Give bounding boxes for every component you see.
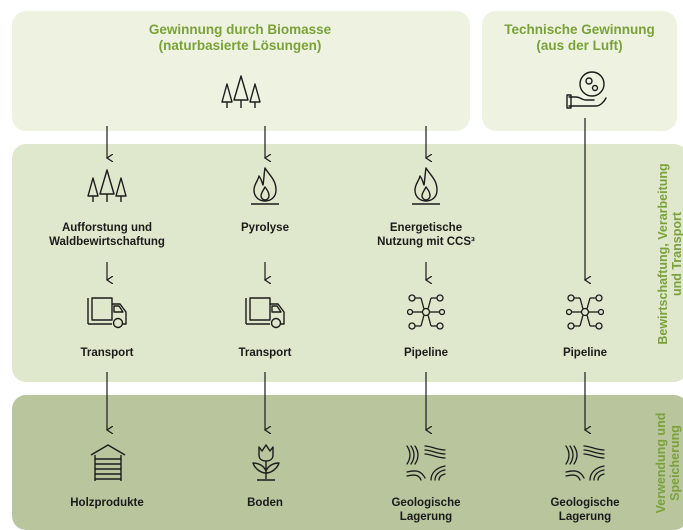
- label-holzprodukte: Holzprodukte: [47, 496, 167, 510]
- truck-icon: [245, 297, 285, 329]
- label-aufforstung-line1: Aufforstung und: [61, 222, 153, 234]
- wood-storage-icon: [90, 444, 126, 481]
- label-geo-2: Geologische Lagerung: [535, 496, 635, 524]
- flame-icon: [251, 167, 279, 205]
- label-pyrolyse-line1: Pyrolyse: [241, 222, 289, 234]
- label-energetic: Energetische Nutzung mit CCS³: [366, 221, 486, 249]
- label-pipeline-2: Pipeline: [562, 347, 608, 359]
- label-aufforstung-line2: Waldbewirtschaftung: [49, 236, 165, 248]
- pipeline-network-icon: [407, 294, 445, 330]
- label-transport-1: Transport: [80, 347, 134, 359]
- label-geo-1-line1: Geologische: [391, 497, 461, 509]
- trees-icon: [221, 75, 261, 108]
- label-geo-2-line2: Lagerung: [558, 511, 612, 523]
- trees-icon: [87, 169, 127, 202]
- hand-air-capture-icon: [566, 71, 607, 109]
- label-boden-line1: Boden: [247, 497, 283, 509]
- flame-icon: [412, 167, 440, 205]
- biomass-panel: [12, 11, 470, 131]
- technical-heading-line2: (aus der Luft): [536, 38, 623, 53]
- geological-layers-icon: [406, 445, 446, 481]
- label-geo-1: Geologische Lagerung: [376, 496, 476, 524]
- label-pyrolyse: Pyrolyse: [215, 221, 315, 235]
- processing-panel: [12, 144, 683, 382]
- technical-panel: [482, 11, 677, 131]
- plant-icon: [252, 444, 280, 481]
- label-pipeline-1: Pipeline: [403, 347, 449, 359]
- label-energetic-line2: Nutzung mit CCS³: [377, 236, 475, 248]
- technical-heading-line1: Technische Gewinnung: [504, 22, 655, 37]
- label-geo-1-line2: Lagerung: [399, 511, 453, 523]
- label-boden: Boden: [215, 496, 315, 510]
- biomass-heading-line2: (naturbasierte Lösungen): [158, 38, 322, 53]
- label-transport-2: Transport: [238, 347, 292, 359]
- label-energetic-line1: Energetische: [389, 222, 463, 234]
- label-geo-2-line1: Geologische: [550, 497, 620, 509]
- label-aufforstung: Aufforstung und Waldbewirtschaftung: [37, 221, 177, 249]
- biomass-heading-line1: Gewinnung durch Biomasse: [148, 22, 332, 37]
- truck-icon: [87, 297, 127, 329]
- technical-heading: Technische Gewinnung (aus der Luft): [487, 22, 672, 54]
- biomass-heading: Gewinnung durch Biomasse (naturbasierte …: [100, 22, 380, 54]
- label-holzprodukte-line1: Holzprodukte: [70, 497, 144, 509]
- pipeline-network-icon: [566, 294, 604, 330]
- geological-layers-icon: [565, 445, 605, 481]
